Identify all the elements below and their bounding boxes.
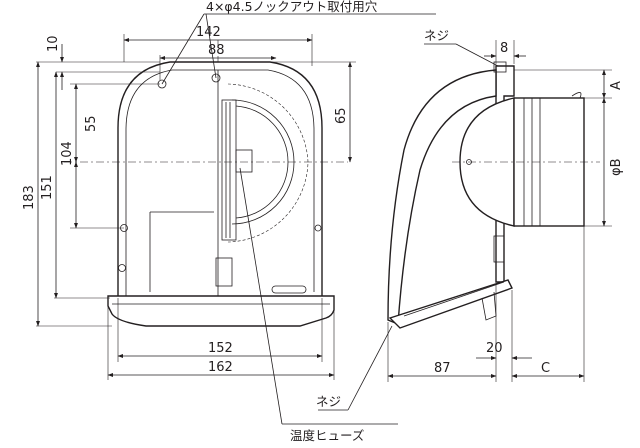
side-screw-bottom bbox=[493, 235, 505, 263]
front-base-slot bbox=[271, 285, 307, 294]
dim-87: 87 bbox=[434, 361, 451, 376]
side-dimensions: ネジ 8 A φB 87 20 C ネジ bbox=[316, 28, 624, 411]
side-hood-profile bbox=[387, 69, 497, 326]
front-hole-low-left bbox=[118, 264, 126, 272]
fuse-label: 温度ヒューズ bbox=[290, 428, 364, 443]
dim-104: 104 bbox=[60, 141, 75, 166]
front-base-plate bbox=[107, 295, 335, 327]
front-dimensions: 142 88 4×φ4.5ノックアウト取付用穴 10 55 104 151 18… bbox=[22, 0, 436, 443]
side-foot bbox=[481, 291, 497, 321]
front-hole-top-center bbox=[211, 73, 221, 83]
front-fuse-box bbox=[235, 149, 253, 173]
screw-bottom-leader bbox=[347, 325, 393, 411]
dim-8: 8 bbox=[500, 41, 508, 56]
screw-bottom-label: ネジ bbox=[316, 394, 341, 409]
side-screw-top bbox=[493, 61, 507, 73]
front-hole-side-right bbox=[314, 224, 322, 232]
side-dome-knob bbox=[466, 159, 472, 165]
dim-183: 183 bbox=[22, 185, 37, 210]
dim-162: 162 bbox=[208, 360, 233, 375]
fuse-leader bbox=[239, 167, 283, 425]
dim-65: 65 bbox=[334, 107, 349, 124]
screw-top-label: ネジ bbox=[424, 28, 449, 43]
front-left-panel bbox=[149, 211, 214, 292]
knockout-label: 4×φ4.5ノックアウト取付用穴 bbox=[206, 0, 378, 14]
dim-142: 142 bbox=[196, 25, 221, 40]
front-hood-inner-rim bbox=[125, 69, 315, 296]
side-view bbox=[387, 61, 600, 329]
side-bottom-deflector bbox=[388, 279, 513, 329]
dim-20: 20 bbox=[486, 341, 503, 356]
dim-151: 151 bbox=[40, 175, 55, 200]
side-deflector-line bbox=[403, 281, 505, 317]
dim-10: 10 bbox=[46, 35, 61, 52]
dim-152: 152 bbox=[208, 341, 233, 356]
dim-A: A bbox=[609, 81, 624, 90]
side-duct-lip bbox=[571, 92, 582, 99]
dim-phiB: φB bbox=[609, 159, 624, 177]
front-view bbox=[64, 40, 348, 327]
dim-C: C bbox=[541, 361, 550, 376]
front-lower-box bbox=[215, 257, 233, 287]
knockout-leader-2 bbox=[205, 13, 217, 79]
screw-top-leader bbox=[455, 43, 499, 67]
dim-55: 55 bbox=[84, 115, 99, 132]
knockout-leader-1 bbox=[161, 13, 205, 85]
